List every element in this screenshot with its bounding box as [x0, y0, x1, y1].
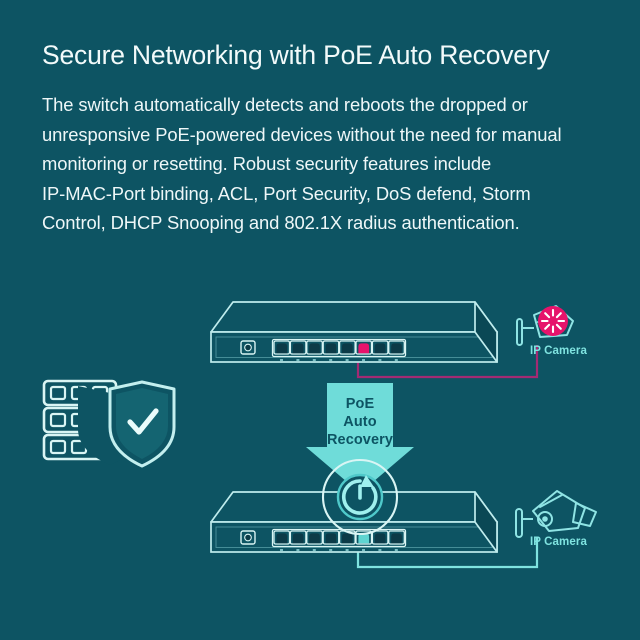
ip-camera-online-icon	[515, 490, 597, 538]
arrow-line-1: PoE	[346, 396, 375, 412]
console-port	[240, 530, 256, 545]
ip-camera-offline-icon	[516, 305, 574, 346]
console-port	[240, 340, 256, 355]
arrow-line-3: Recovery	[327, 432, 393, 448]
poe-switch-top	[210, 301, 498, 363]
arrow-line-2: Auto	[343, 414, 376, 430]
server-rack-with-shield-icon	[42, 379, 176, 468]
poe-auto-recovery-arrow: PoE Auto Recovery	[306, 383, 414, 493]
body-line-2: unresponsive PoE-powered devices without…	[42, 123, 562, 145]
ip-camera-offline-label: IP Camera	[530, 345, 587, 357]
body-line-5: Control, DHCP Snooping and 802.1X radius…	[42, 212, 520, 233]
body-line-4: IP-MAC-Port binding, ACL, Port Security,…	[42, 182, 531, 204]
body-line-1: The switch automatically detects and reb…	[42, 94, 528, 115]
page-title: Secure Networking with PoE Auto Recovery	[42, 40, 550, 70]
fault-burst-icon	[538, 306, 568, 336]
poe-auto-recovery-diagram: IP Camera PoE Auto Recovery	[0, 275, 640, 605]
body-line-3: monitoring or resetting. Robust security…	[42, 153, 492, 174]
body-paragraph: The switch automatically detects and reb…	[42, 90, 622, 238]
ip-camera-online-label: IP Camera	[530, 536, 587, 548]
shield-check-icon	[78, 380, 176, 468]
recovered-link-path	[356, 537, 539, 569]
power-restart-icon	[321, 458, 399, 536]
fault-link-path	[356, 345, 539, 379]
